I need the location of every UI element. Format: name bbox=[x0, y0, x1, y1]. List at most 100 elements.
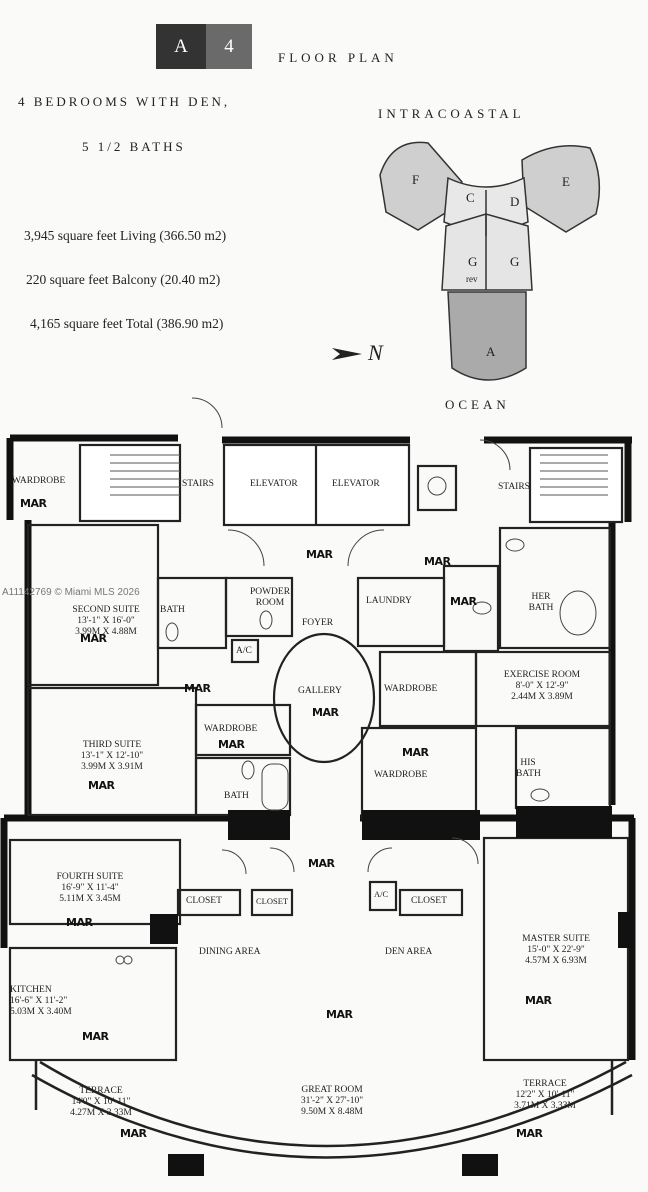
closet-1-label: CLOSET bbox=[186, 896, 222, 906]
wardrobe-mid-label: WARDROBE bbox=[384, 684, 438, 694]
terrace-left-dim-ft: 14'0" X 10'-11" bbox=[71, 1096, 131, 1107]
his-bath-name-1: HIS bbox=[520, 758, 536, 768]
key-plan-unit-label: G bbox=[468, 254, 477, 269]
kitchen-dim-m: 5.03M X 3.40M bbox=[10, 1006, 72, 1017]
third-suite-name: THIRD SUITE bbox=[82, 740, 142, 750]
fourth-suite-dim-m: 5.11M X 3.45M bbox=[59, 893, 121, 904]
handwritten-mark: MAR bbox=[218, 738, 245, 751]
third-suite-dim-ft: 13'-1" X 12'-10" bbox=[80, 750, 144, 761]
handwritten-mark: MAR bbox=[326, 1008, 353, 1021]
exercise-dim-ft: 8'-0" X 12'-9" bbox=[515, 680, 569, 691]
handwritten-mark: MAR bbox=[66, 916, 93, 929]
plan-badge: A 4 bbox=[156, 24, 252, 69]
living-area: 3,945 square feet Living (366.50 m2) bbox=[24, 228, 227, 243]
handwritten-mark: MAR bbox=[80, 632, 107, 645]
great-room-dim-m: 9.50M X 8.48M bbox=[301, 1106, 363, 1117]
key-plan-unit-label: F bbox=[412, 172, 419, 187]
master-suite-name: MASTER SUITE bbox=[522, 934, 590, 944]
great-room-label: GREAT ROOM 31'-2" X 27'-10" 9.50M X 8.48… bbox=[282, 1085, 382, 1118]
stairs-left-label: STAIRS bbox=[182, 479, 214, 489]
terrace-right-label: TERRACE 12'2" X 10'-11" 3.71M X 3.33M bbox=[500, 1079, 590, 1112]
ocean-label: OCEAN bbox=[445, 397, 510, 412]
handwritten-mark: MAR bbox=[306, 548, 333, 561]
handwritten-mark: MAR bbox=[516, 1127, 543, 1140]
gallery-label: GALLERY bbox=[298, 686, 342, 696]
elevator-1-label: ELEVATOR bbox=[250, 479, 298, 489]
fourth-suite-name: FOURTH SUITE bbox=[56, 872, 124, 882]
wardrobe-top-left: WARDROBE bbox=[12, 476, 66, 486]
fixtures bbox=[115, 476, 597, 965]
handwritten-mark: MAR bbox=[184, 682, 211, 695]
key-plan-unit-label: A bbox=[486, 344, 496, 359]
intracoastal-label: INTRACOASTAL bbox=[378, 106, 525, 121]
closet-2-label: CLOSET bbox=[256, 896, 289, 906]
great-room-name: GREAT ROOM bbox=[301, 1085, 363, 1095]
columns bbox=[150, 806, 634, 1176]
ac-1-label: A/C bbox=[236, 646, 252, 656]
handwritten-mark: MAR bbox=[120, 1127, 147, 1140]
handwritten-mark: MAR bbox=[88, 779, 115, 792]
key-plan-building bbox=[379, 141, 601, 381]
powder-room-label: POWDER ROOM bbox=[248, 587, 292, 609]
powder-name-1: POWDER bbox=[249, 587, 291, 597]
kitchen-label: KITCHEN 16'-6" X 11'-2" 5.03M X 3.40M bbox=[10, 985, 88, 1018]
elevator-2-label: ELEVATOR bbox=[332, 479, 380, 489]
foyer-label: FOYER bbox=[302, 618, 334, 628]
handwritten-mark: MAR bbox=[525, 994, 552, 1007]
bedrooms-text: 4 BEDROOMS WITH DEN, bbox=[18, 94, 231, 109]
terrace-left-label: TERRACE 14'0" X 10'-11" 4.27M X 3.33M bbox=[56, 1086, 146, 1119]
terrace-edge bbox=[31, 1060, 633, 1159]
his-bath-name-2: BATH bbox=[516, 768, 541, 779]
baths-text: 5 1/2 BATHS bbox=[82, 139, 186, 154]
laundry-label: LAUNDRY bbox=[366, 596, 412, 606]
handwritten-mark: MAR bbox=[450, 595, 477, 608]
powder-name-2: ROOM bbox=[255, 597, 285, 608]
master-suite-dim-ft: 15'-0" X 22'-9" bbox=[527, 944, 585, 955]
exercise-dim-m: 2.44M X 3.89M bbox=[511, 691, 573, 702]
total-area: 4,165 square feet Total (386.90 m2) bbox=[30, 316, 224, 331]
fourth-suite-dim-ft: 16'-9" X 11'-4" bbox=[61, 882, 119, 893]
her-bath-name-2: BATH bbox=[528, 602, 554, 613]
plan-number: 4 bbox=[206, 24, 252, 69]
bath-1-label: BATH bbox=[160, 605, 185, 615]
handwritten-mark: MAR bbox=[82, 1030, 109, 1043]
master-suite-dim-m: 4.57M X 6.93M bbox=[525, 955, 587, 966]
plan-letter: A bbox=[156, 24, 206, 69]
terrace-right-name: TERRACE bbox=[523, 1079, 567, 1089]
north-arrow-icon bbox=[332, 348, 362, 360]
closet-3-label: CLOSET bbox=[411, 896, 447, 906]
dining-area-label: DINING AREA bbox=[199, 947, 261, 957]
key-plan-unit-label: rev bbox=[466, 274, 478, 284]
great-room-dim-ft: 31'-2" X 27'-10" bbox=[300, 1095, 364, 1106]
fourth-suite-label: FOURTH SUITE 16'-9" X 11'-4" 5.11M X 3.4… bbox=[38, 872, 142, 905]
terrace-left-name: TERRACE bbox=[79, 1086, 123, 1096]
second-suite-dim-m: 3.99M X 4.88M bbox=[75, 626, 137, 637]
terrace-right-dim-m: 3.71M X 3.33M bbox=[514, 1100, 576, 1111]
master-suite-label: MASTER SUITE 15'-0" X 22'-9" 4.57M X 6.9… bbox=[506, 934, 606, 967]
key-plan-unit-label: C bbox=[466, 190, 475, 205]
exercise-room-label: EXERCISE ROOM 8'-0" X 12'-9" 2.44M X 3.8… bbox=[486, 670, 598, 703]
her-bath-name-1: HER bbox=[531, 592, 551, 602]
north-label: N bbox=[368, 340, 383, 365]
handwritten-mark: MAR bbox=[424, 555, 451, 568]
kitchen-dim-ft: 16'-6" X 11'-2" bbox=[10, 995, 68, 1006]
terrace-right-dim-ft: 12'2" X 10'-11" bbox=[515, 1089, 575, 1100]
floor-plan-title: FLOOR PLAN bbox=[278, 50, 398, 65]
wardrobe-left-label: WARDROBE bbox=[204, 724, 258, 734]
second-suite-name: SECOND SUITE bbox=[72, 605, 140, 615]
second-suite-label: SECOND SUITE 13'-1" X 16'-0" 3.99M X 4.8… bbox=[56, 605, 156, 638]
exercise-name: EXERCISE ROOM bbox=[503, 670, 581, 680]
mls-watermark: A11142769 © Miami MLS 2026 bbox=[2, 587, 140, 598]
his-bath-label: HIS BATH bbox=[516, 758, 541, 780]
third-suite-label: THIRD SUITE 13'-1" X 12'-10" 3.99M X 3.9… bbox=[62, 740, 162, 773]
third-suite-dim-m: 3.99M X 3.91M bbox=[81, 761, 143, 772]
key-plan-unit-label: E bbox=[562, 174, 570, 189]
door-swings bbox=[191, 397, 511, 875]
kitchen-name: KITCHEN bbox=[10, 985, 52, 995]
bath-2-label: BATH bbox=[224, 791, 249, 801]
key-plan-unit-label: G bbox=[510, 254, 519, 269]
handwritten-mark: MAR bbox=[402, 746, 429, 759]
her-bath-label: HER BATH bbox=[526, 592, 556, 614]
stair-treads bbox=[110, 454, 608, 496]
